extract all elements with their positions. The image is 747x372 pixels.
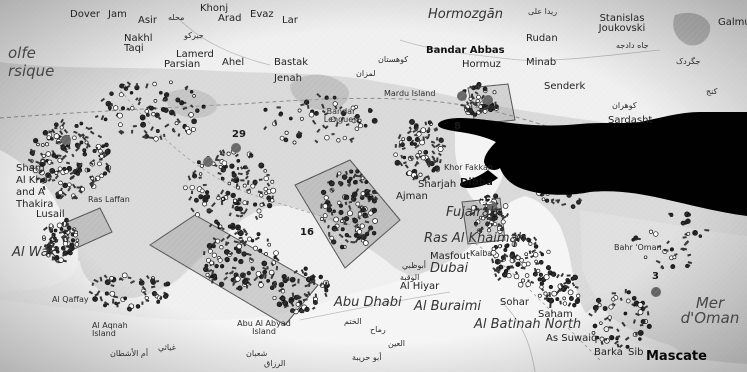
pointing-hand-silhouette xyxy=(437,112,747,216)
